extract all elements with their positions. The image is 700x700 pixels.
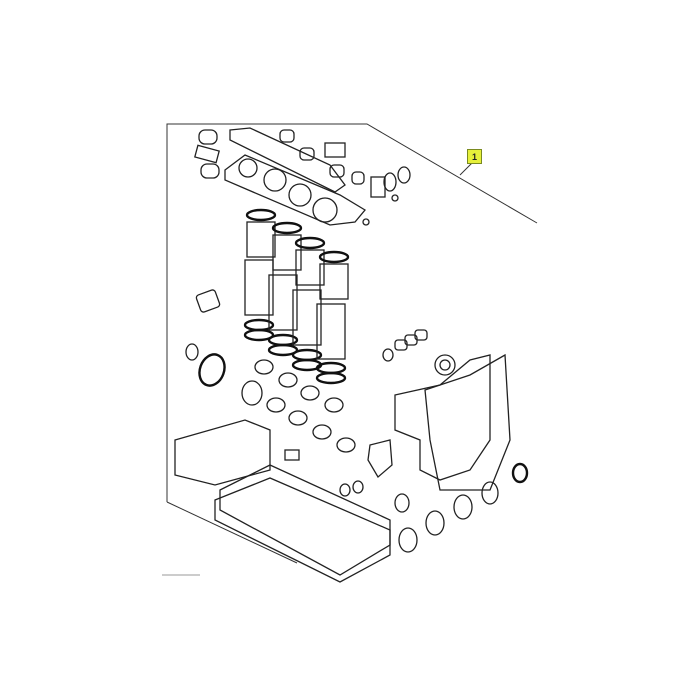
- timing-cover-gaskets: [367, 329, 529, 491]
- callout-1[interactable]: 1: [467, 149, 482, 164]
- pistons-and-liners: [243, 208, 350, 385]
- head-gaskets: [194, 127, 411, 226]
- part-number-text: [162, 574, 200, 576]
- bearings-and-seals: [185, 289, 356, 453]
- frame-border: [166, 123, 538, 564]
- callout-leader-line: [459, 161, 474, 176]
- oil-pan-gaskets: [174, 419, 499, 583]
